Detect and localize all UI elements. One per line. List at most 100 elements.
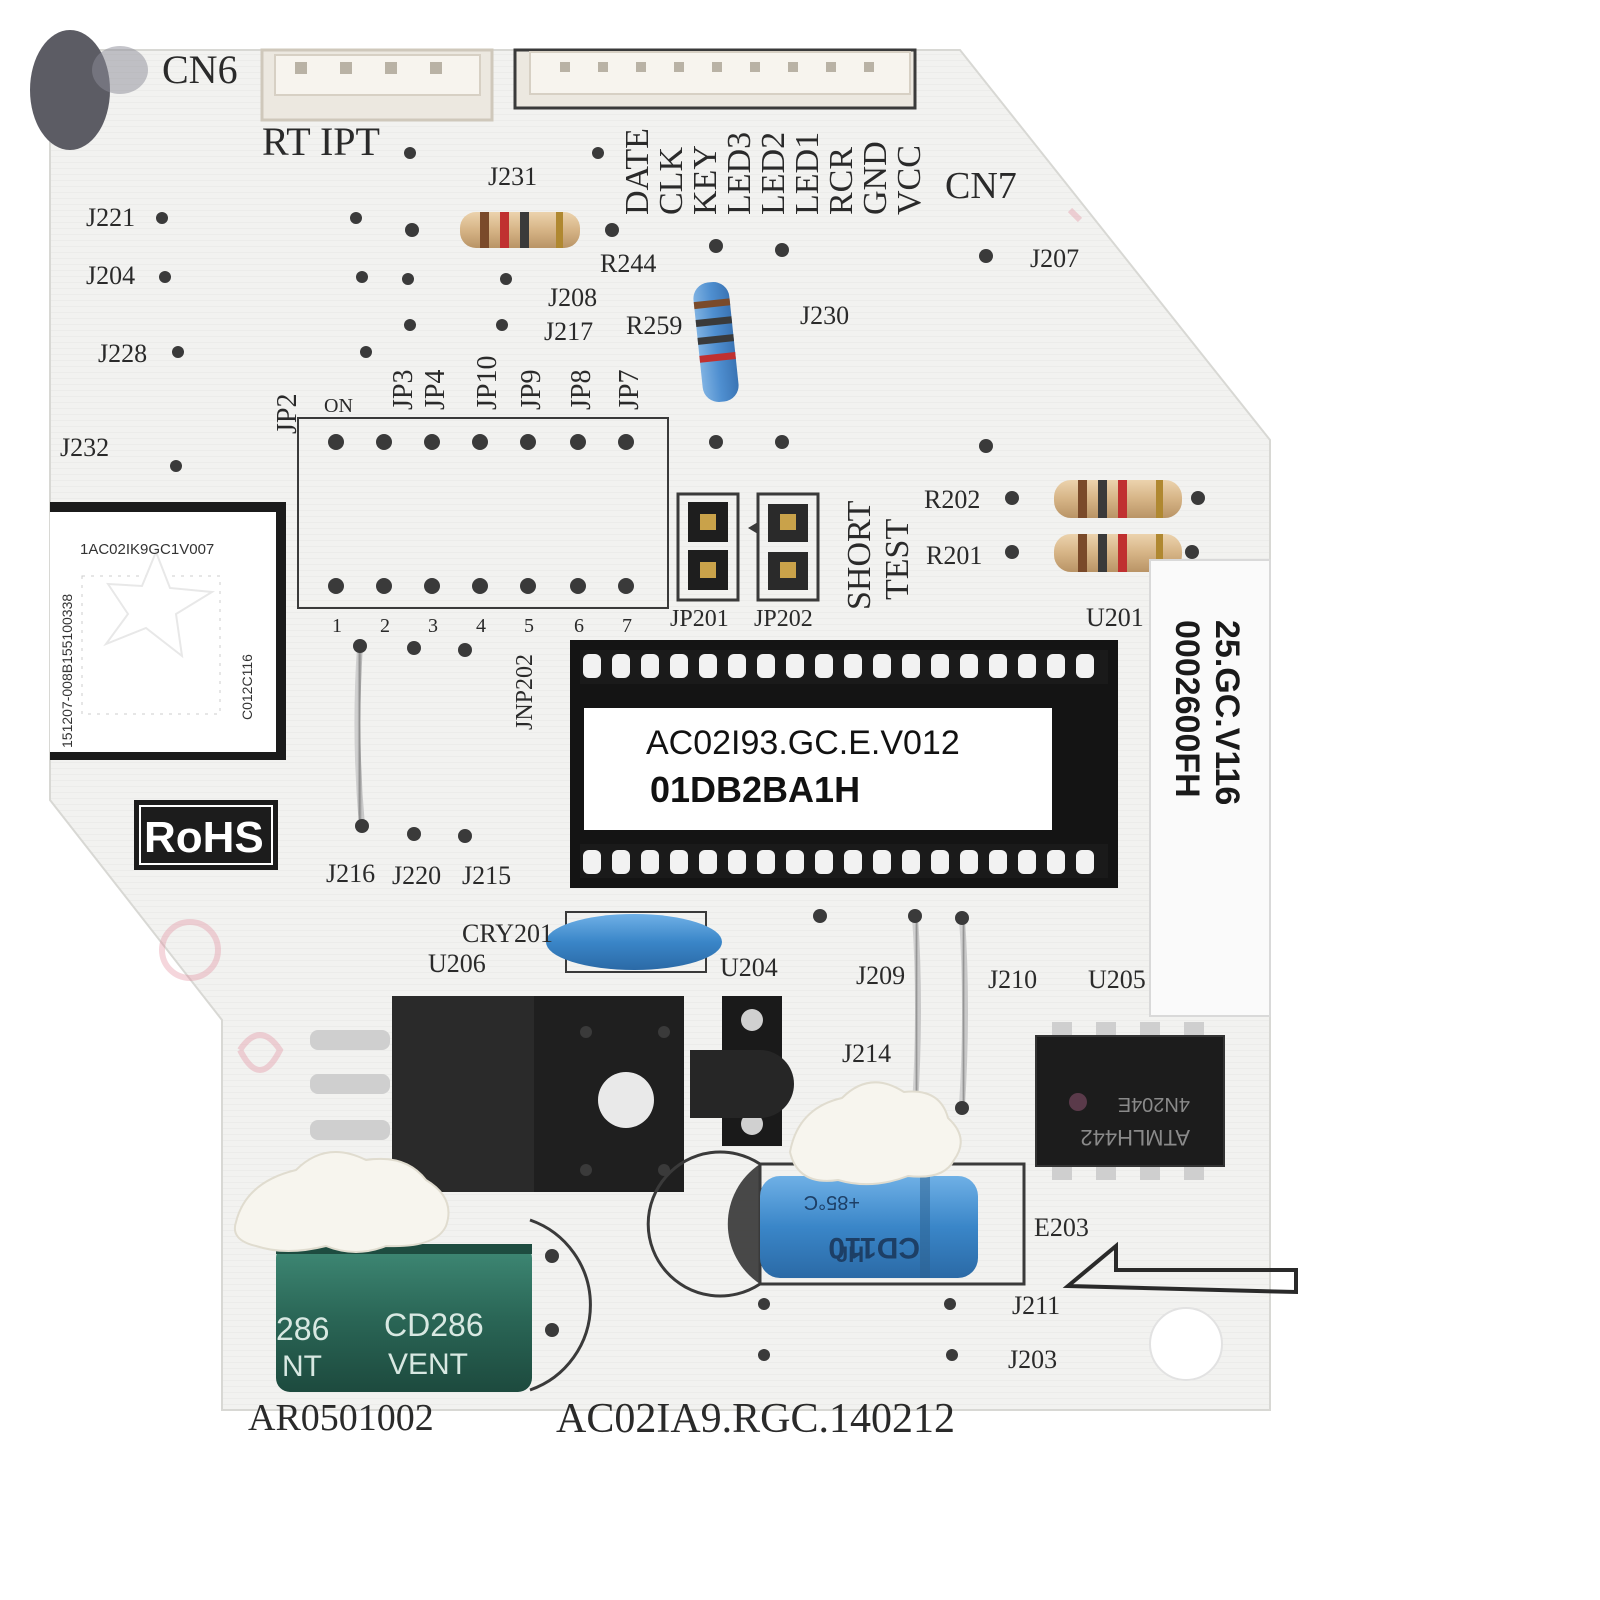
svg-text:JP3: JP3 <box>388 370 419 410</box>
green-cap-text4: NT <box>282 1350 322 1383</box>
svg-text:JP4: JP4 <box>420 370 451 410</box>
resistor-r202 <box>1005 480 1205 518</box>
side-label-line1: 25.GC.V116 <box>1208 620 1246 805</box>
svg-text:7: 7 <box>622 615 632 637</box>
mcu-pin <box>699 654 717 678</box>
mcu-pin <box>1018 654 1036 678</box>
mcu-pin <box>1018 850 1036 874</box>
mcu-pin <box>641 850 659 874</box>
mcu-pin <box>612 850 630 874</box>
svg-text:GND: GND <box>857 141 894 215</box>
mcu-pin <box>612 654 630 678</box>
resistor-r244 <box>405 212 619 248</box>
board-code-left: AR0501002 <box>248 1397 434 1439</box>
rt-ipt-label: RT IPT <box>262 119 380 164</box>
svg-text:JP8: JP8 <box>566 370 597 410</box>
j231-label: J231 <box>488 162 537 191</box>
svg-text:2: 2 <box>380 615 390 637</box>
barcode-sticker <box>50 502 286 760</box>
mcu-pin <box>757 654 775 678</box>
mcu-pin <box>873 654 891 678</box>
j207-label: J207 <box>1030 244 1079 273</box>
mcu-pin <box>989 654 1007 678</box>
svg-text:JP7: JP7 <box>614 370 645 410</box>
mcu-pin <box>786 654 804 678</box>
j210-label: J210 <box>988 965 1037 994</box>
svg-text:JP2: JP2 <box>272 394 303 434</box>
j211-label: J211 <box>1012 1291 1060 1320</box>
u201-label: U201 <box>1086 603 1144 632</box>
svg-text:4: 4 <box>476 615 486 637</box>
mounting-hole <box>1149 1307 1223 1381</box>
mcu-line1: AC02I93.GC.E.V012 <box>646 724 960 762</box>
cry201-label: CRY201 <box>462 919 553 948</box>
j230-label: J230 <box>800 301 849 330</box>
rohs-label: RoHS <box>144 813 264 862</box>
mcu-pin <box>1076 850 1094 874</box>
svg-text:KEY: KEY <box>687 145 724 215</box>
optocoupler-u205 <box>1035 1022 1225 1180</box>
j204-label: J204 <box>86 261 135 290</box>
jnp202-label: JNP202 <box>512 654 538 730</box>
barcode-line2: 151207-008B155100338 <box>59 594 75 748</box>
pink-marks <box>159 207 1083 1073</box>
mcu-pin <box>728 654 746 678</box>
svg-text:JP9: JP9 <box>516 370 547 410</box>
cn7-pin-labels: DATE CLK KEY LED3 LED2 LED1 RCR GND VCC <box>619 128 928 215</box>
mcu-pin <box>844 654 862 678</box>
mcu-pin <box>931 850 949 874</box>
blue-cap-text3: +85°C <box>804 1191 860 1213</box>
blue-cap-text2: JH <box>836 1242 864 1267</box>
mcu-pin <box>815 850 833 874</box>
dip-jumper-block <box>297 417 669 609</box>
svg-text:LED1: LED1 <box>789 132 826 215</box>
svg-text:LED2: LED2 <box>755 132 792 215</box>
j203-label: J203 <box>1008 1345 1057 1374</box>
mcu-pin <box>844 850 862 874</box>
j217-label: J217 <box>544 317 593 346</box>
svg-text:JP10: JP10 <box>472 356 503 410</box>
r202-label: R202 <box>924 485 980 514</box>
side-label-line2: 0002600FH <box>1168 620 1206 798</box>
cn6-connector <box>260 48 494 122</box>
header-jp202 <box>748 492 820 602</box>
j214-label: J214 <box>842 1039 891 1068</box>
mcu-pin <box>728 850 746 874</box>
side-label-sticker <box>1149 559 1271 1017</box>
short-label: SHORT <box>841 500 878 610</box>
svg-text:1: 1 <box>332 615 342 637</box>
jp201-label: JP201 <box>670 606 729 632</box>
mcu-pin <box>670 850 688 874</box>
u205-label: U205 <box>1088 965 1146 994</box>
mcu-pin <box>960 654 978 678</box>
svg-text:DATE: DATE <box>619 128 656 215</box>
capacitor-e203 <box>760 1176 978 1278</box>
board-code-right: AC02IA9.RGC.140212 <box>556 1396 955 1442</box>
rohs-mark <box>134 800 278 870</box>
svg-text:CLK: CLK <box>653 147 690 215</box>
j215-label: J215 <box>462 861 511 890</box>
jp202-label: JP202 <box>754 606 813 632</box>
round-component <box>30 30 110 150</box>
mcu-pin <box>873 850 891 874</box>
mcu-pin <box>786 850 804 874</box>
j221-label: J221 <box>86 203 135 232</box>
r201-label: R201 <box>926 541 982 570</box>
mcu-pin <box>641 654 659 678</box>
mcu-pin <box>699 850 717 874</box>
svg-text:LED3: LED3 <box>721 132 758 215</box>
mcu-pin <box>670 654 688 678</box>
cn7-connector <box>513 48 917 110</box>
e203-label: E203 <box>1034 1213 1089 1242</box>
j208-label: J208 <box>548 283 597 312</box>
mcu-pin <box>902 654 920 678</box>
crystal-cry201 <box>546 911 722 973</box>
dip-jp-labels: JP2 JP3 JP4 JP10 JP9 JP8 JP7 <box>272 356 645 434</box>
blue-cap-text1: CD110 <box>828 1231 920 1264</box>
mcu-pin <box>931 654 949 678</box>
dip-on-label: ON <box>324 395 353 417</box>
arrow-mark <box>1062 1241 1298 1295</box>
u205-marking1: ATMLH442 <box>1080 1125 1190 1150</box>
green-cap-text1: CD286 <box>384 1307 484 1343</box>
dip-number-labels: 1 2 3 4 5 6 7 <box>332 615 632 637</box>
